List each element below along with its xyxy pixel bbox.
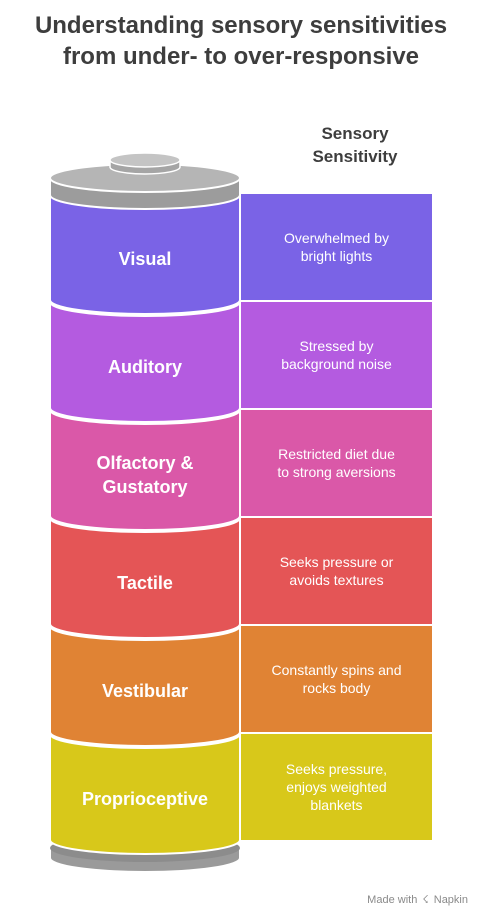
description-text: enjoys weighted [286, 779, 387, 795]
segment-label-4: Vestibular [50, 679, 240, 703]
segment-label-0: Visual [50, 247, 240, 271]
cylinder-segment-5 [49, 733, 241, 855]
segment-label-2: Olfactory & Gustatory [50, 451, 240, 499]
description-text: Seeks pressure, [285, 761, 388, 777]
segment-label-text-2: Gustatory [102, 477, 188, 497]
description-text: Constantly spins and [271, 662, 402, 678]
title-line-2: from under- to over-responsive [62, 43, 420, 70]
description-text: avoids textures [289, 572, 384, 588]
column-header: Sensory Sensitivity [270, 122, 440, 168]
segment-label-text: Tactile [117, 573, 173, 593]
diagram-title: Understanding sensory sensitivities from… [0, 10, 482, 72]
cylinder-segment-1 [49, 301, 241, 423]
description-box-5: Seeks pressure, enjoys weighted blankets [241, 734, 432, 840]
segment-label-text: Proprioceptive [81, 789, 209, 809]
segment-layer [49, 193, 241, 855]
segment-label-text: Auditory [108, 357, 182, 377]
segment-label-text: Olfactory & [96, 453, 194, 473]
segment-label-1: Auditory [50, 355, 240, 379]
segment-label-3: Tactile [50, 571, 240, 595]
cylinder-segment-3 [49, 517, 241, 639]
cylinder-segment-4 [49, 625, 241, 747]
column-header-line-2: Sensitivity [312, 147, 398, 166]
description-text: blankets [310, 797, 363, 813]
made-with-text: Made with [367, 894, 418, 906]
segment-label-5: Proprioceptive [50, 787, 240, 811]
napkin-logo-icon: ☇ [422, 894, 429, 906]
column-header-line-1: Sensory [321, 124, 389, 143]
description-box-3: Seeks pressure or avoids textures [241, 518, 432, 624]
title-line-1: Understanding sensory sensitivities [34, 12, 448, 39]
segment-label-text: Visual [118, 249, 172, 269]
description-text: rocks body [302, 680, 371, 696]
cylinder-segment-2 [49, 409, 241, 531]
made-with-footer: Made with ☇ Napkin [367, 893, 468, 906]
description-text: background noise [281, 356, 392, 372]
description-box-0: Overwhelmed by bright lights [241, 194, 432, 300]
description-text: bright lights [300, 248, 373, 264]
description-text: Seeks pressure or [279, 554, 394, 570]
napkin-brand-text: Napkin [433, 894, 468, 906]
description-text: Stressed by [299, 338, 374, 354]
description-text: Overwhelmed by [283, 230, 390, 246]
description-text: to strong aversions [277, 464, 396, 480]
description-text: Restricted diet due [278, 446, 395, 462]
description-box-4: Constantly spins and rocks body [241, 626, 432, 732]
description-box-2: Restricted diet due to strong aversions [241, 410, 432, 516]
description-box-1: Stressed by background noise [241, 302, 432, 408]
segment-label-text: Vestibular [101, 681, 189, 701]
cylinder-top-cap [49, 152, 241, 210]
